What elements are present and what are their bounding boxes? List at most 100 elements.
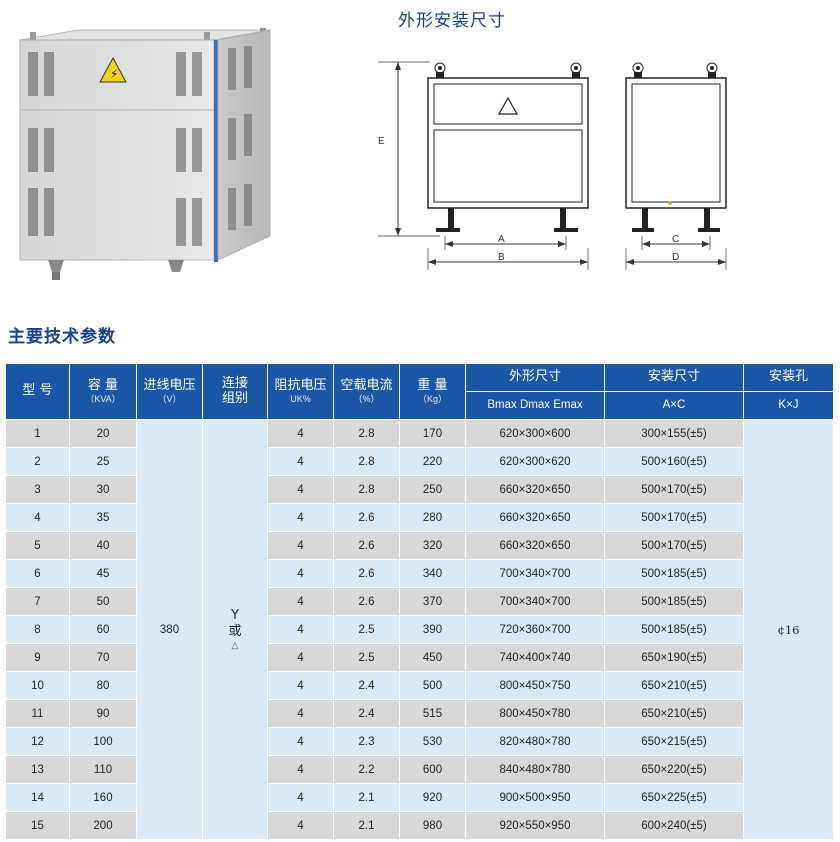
cell-capacity: 160 bbox=[70, 784, 137, 812]
header-hole-sub: K×J bbox=[744, 392, 834, 420]
cell-install: 600×240(±5) bbox=[605, 812, 744, 840]
cell-model: 10 bbox=[6, 672, 70, 700]
cell-model: 11 bbox=[6, 700, 70, 728]
cell-impedance: 4 bbox=[268, 756, 334, 784]
header-weight: 重 量（Kg） bbox=[400, 364, 466, 420]
cell-impedance: 4 bbox=[268, 476, 334, 504]
cell-noload-current: 2.5 bbox=[334, 616, 400, 644]
connection-y: Y bbox=[231, 608, 239, 624]
cell-install: 500×170(±5) bbox=[605, 504, 744, 532]
cell-capacity: 110 bbox=[70, 756, 137, 784]
header-outline: 外形尺寸 bbox=[466, 364, 605, 392]
cell-input-voltage: 380 bbox=[137, 420, 203, 840]
cell-weight: 220 bbox=[400, 448, 466, 476]
cell-capacity: 45 bbox=[70, 560, 137, 588]
cell-capacity: 90 bbox=[70, 700, 137, 728]
cell-noload-current: 2.5 bbox=[334, 644, 400, 672]
cell-weight: 920 bbox=[400, 784, 466, 812]
cell-outline: 800×450×750 bbox=[466, 672, 605, 700]
cell-noload-current: 2.6 bbox=[334, 588, 400, 616]
cell-outline: 820×480×780 bbox=[466, 728, 605, 756]
cell-weight: 980 bbox=[400, 812, 466, 840]
cell-weight: 320 bbox=[400, 532, 466, 560]
cell-weight: 250 bbox=[400, 476, 466, 504]
cell-noload-current: 2.3 bbox=[334, 728, 400, 756]
cell-install: 650×190(±5) bbox=[605, 644, 744, 672]
cell-impedance: 4 bbox=[268, 784, 334, 812]
cell-outline: 620×300×620 bbox=[466, 448, 605, 476]
cell-model: 2 bbox=[6, 448, 70, 476]
cell-noload-current: 2.4 bbox=[334, 700, 400, 728]
cell-model: 7 bbox=[6, 588, 70, 616]
cell-noload-current: 2.1 bbox=[334, 784, 400, 812]
cell-impedance: 4 bbox=[268, 700, 334, 728]
cell-impedance: 4 bbox=[268, 532, 334, 560]
cell-impedance: 4 bbox=[268, 616, 334, 644]
dim-a-label: A bbox=[498, 234, 505, 245]
cell-impedance: 4 bbox=[268, 728, 334, 756]
cell-model: 6 bbox=[6, 560, 70, 588]
cell-weight: 500 bbox=[400, 672, 466, 700]
header-connection: 连接组别 bbox=[203, 364, 268, 420]
header-install-sub: A×C bbox=[605, 392, 744, 420]
cell-install: 500×185(±5) bbox=[605, 560, 744, 588]
cell-model: 4 bbox=[6, 504, 70, 532]
header-noload-current: 空载电流（%） bbox=[334, 364, 400, 420]
cell-impedance: 4 bbox=[268, 504, 334, 532]
cell-capacity: 80 bbox=[70, 672, 137, 700]
cell-outline: 840×480×780 bbox=[466, 756, 605, 784]
cell-outline: 920×550×950 bbox=[466, 812, 605, 840]
section-title: 主要技术参数 bbox=[8, 327, 116, 347]
cell-impedance: 4 bbox=[268, 588, 334, 616]
dim-e-label: E bbox=[378, 136, 385, 147]
cell-noload-current: 2.8 bbox=[334, 476, 400, 504]
cell-outline: 700×340×700 bbox=[466, 588, 605, 616]
cell-impedance: 4 bbox=[268, 448, 334, 476]
cell-model: 15 bbox=[6, 812, 70, 840]
cell-outline: 800×450×780 bbox=[466, 700, 605, 728]
cell-outline: 660×320×650 bbox=[466, 504, 605, 532]
cell-model: 9 bbox=[6, 644, 70, 672]
cell-weight: 515 bbox=[400, 700, 466, 728]
cell-capacity: 50 bbox=[70, 588, 137, 616]
cell-noload-current: 2.1 bbox=[334, 812, 400, 840]
cell-noload-current: 2.4 bbox=[334, 672, 400, 700]
cell-impedance: 4 bbox=[268, 812, 334, 840]
cell-capacity: 100 bbox=[70, 728, 137, 756]
cell-capacity: 60 bbox=[70, 616, 137, 644]
dimension-drawings: E A B C D bbox=[378, 61, 727, 270]
cell-noload-current: 2.8 bbox=[334, 448, 400, 476]
cell-install: 650×220(±5) bbox=[605, 756, 744, 784]
side-view-body bbox=[625, 77, 727, 209]
cell-capacity: 25 bbox=[70, 448, 137, 476]
dim-d-label: D bbox=[672, 252, 679, 263]
header-capacity: 容 量（KVA） bbox=[70, 364, 137, 420]
cell-model: 1 bbox=[6, 420, 70, 448]
cell-impedance: 4 bbox=[268, 420, 334, 448]
cell-model: 3 bbox=[6, 476, 70, 504]
connection-delta: △ bbox=[231, 639, 239, 650]
cell-impedance: 4 bbox=[268, 560, 334, 588]
cell-install: 650×210(±5) bbox=[605, 672, 744, 700]
cell-weight: 450 bbox=[400, 644, 466, 672]
header-input-voltage: 进线电压（V） bbox=[137, 364, 203, 420]
cell-model: 13 bbox=[6, 756, 70, 784]
cell-mounting-hole: ¢16 bbox=[744, 420, 834, 840]
cell-outline: 660×320×650 bbox=[466, 532, 605, 560]
cell-install: 650×225(±5) bbox=[605, 784, 744, 812]
cell-install: 650×210(±5) bbox=[605, 700, 744, 728]
cell-model: 12 bbox=[6, 728, 70, 756]
cell-noload-current: 2.6 bbox=[334, 560, 400, 588]
